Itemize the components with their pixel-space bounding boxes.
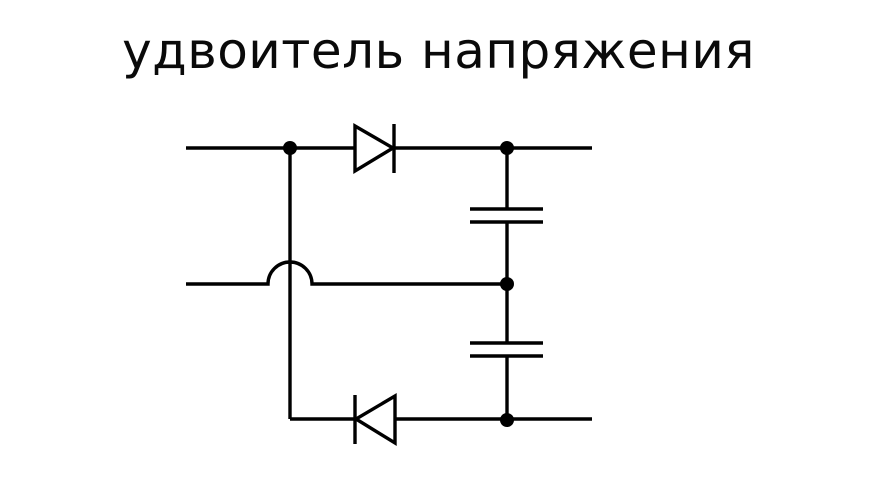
diode-d2-icon bbox=[352, 393, 397, 447]
diode-d1-icon bbox=[353, 123, 397, 175]
junction-dot bbox=[283, 141, 297, 155]
capacitor-c1-icon bbox=[470, 207, 543, 224]
junction-dot bbox=[500, 277, 514, 291]
diagram-title: удвоитель напряжения bbox=[122, 22, 755, 80]
junction-dot bbox=[500, 141, 514, 155]
junction-dot bbox=[500, 413, 514, 427]
capacitor-c2-icon bbox=[470, 341, 543, 358]
wire-middle-with-crossover bbox=[186, 260, 507, 286]
